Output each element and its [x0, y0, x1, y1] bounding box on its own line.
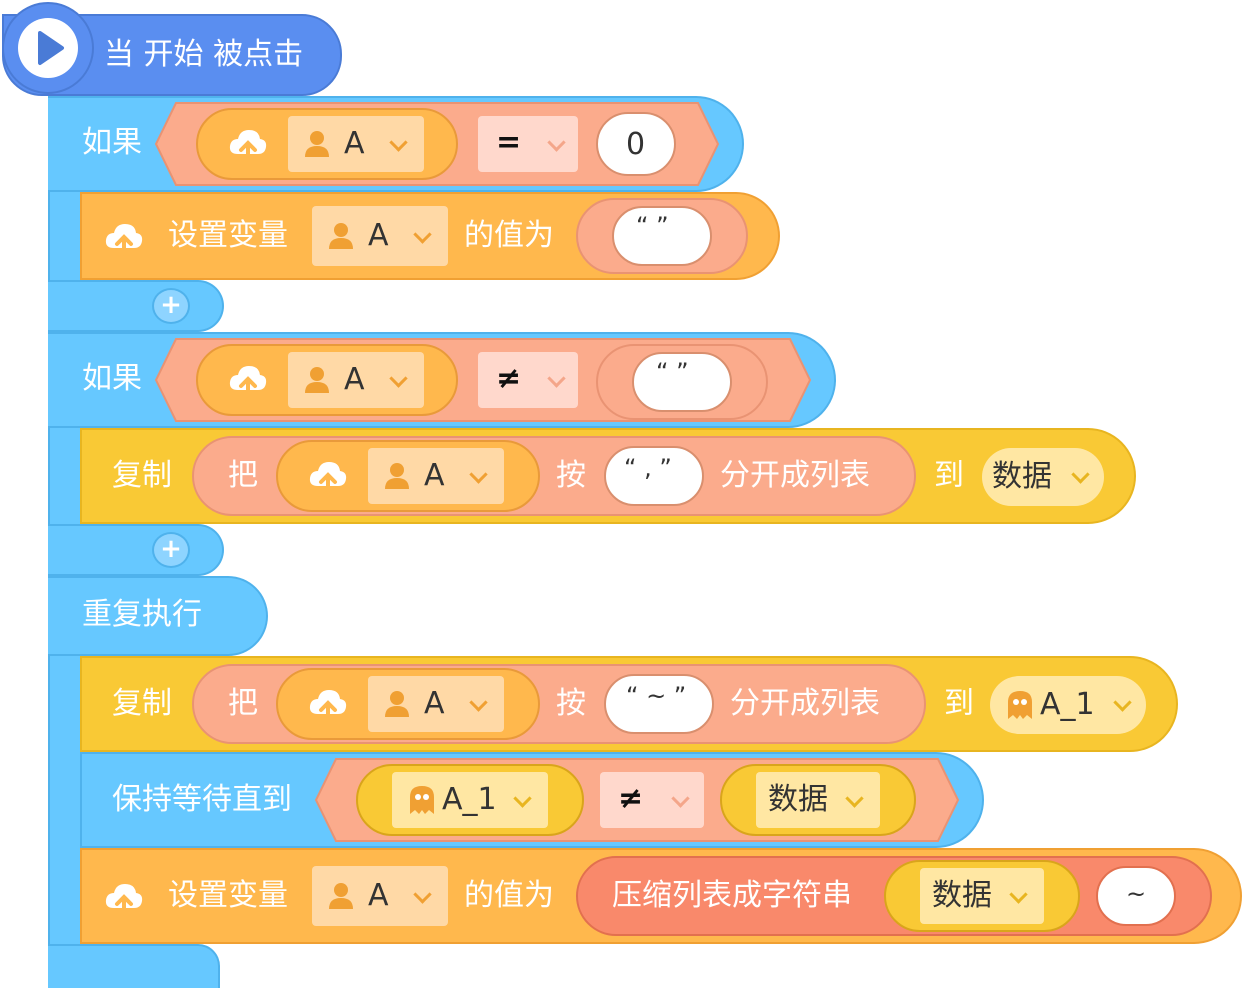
- split2-split-label: 分开成列表: [730, 686, 880, 721]
- loop-label: 重复执行: [82, 597, 202, 632]
- split1-target: 数据: [992, 459, 1052, 494]
- cloud-upload-icon: [309, 690, 347, 722]
- chevron-down-icon: [469, 465, 488, 484]
- set1-value-input[interactable]: “ ”: [612, 206, 712, 266]
- chevron-down-icon: [389, 369, 408, 388]
- start-label: 当 开始 被点击: [104, 37, 304, 72]
- ghost-icon: [410, 786, 434, 814]
- user-icon: [385, 463, 409, 489]
- ghost-icon: [1008, 691, 1032, 719]
- user-icon: [329, 223, 353, 249]
- if2-foot: [48, 524, 224, 576]
- if2-var-dropdown[interactable]: A: [288, 352, 424, 408]
- if1-label: 如果: [82, 125, 142, 160]
- if1-operator-dropdown[interactable]: =: [478, 116, 578, 172]
- split1-copy-label: 复制: [112, 458, 172, 493]
- if2-value: “ ”: [656, 358, 689, 386]
- if1-var-dropdown[interactable]: A: [288, 116, 424, 172]
- set2-var-name: A: [368, 878, 389, 913]
- wait-left-dropdown[interactable]: A_1: [392, 772, 548, 828]
- user-icon: [305, 131, 329, 157]
- wait-label: 保持等待直到: [112, 782, 292, 817]
- if2-operator: ≠: [496, 361, 522, 396]
- if1-value: 0: [626, 127, 646, 162]
- split1-dao-label: 到: [934, 458, 964, 493]
- if2-value-input[interactable]: “ ”: [632, 352, 732, 412]
- if2-var-name: A: [344, 362, 365, 397]
- chevron-down-icon: [845, 789, 864, 808]
- plus-icon[interactable]: +: [152, 288, 190, 324]
- chevron-down-icon: [1071, 465, 1090, 484]
- wait-operator: ≠: [618, 781, 644, 816]
- split1-separator: “ , ”: [624, 454, 672, 482]
- set1-var-dropdown[interactable]: A: [312, 206, 448, 266]
- user-icon: [305, 367, 329, 393]
- if1-operator: =: [496, 125, 522, 160]
- if1-var-name: A: [344, 126, 365, 161]
- wait-left-name: A_1: [442, 782, 497, 817]
- set2-label: 设置变量: [168, 878, 288, 913]
- chevron-down-icon: [513, 789, 532, 808]
- if2-label: 如果: [82, 361, 142, 396]
- user-icon: [385, 691, 409, 717]
- split1-ba-label: 把: [228, 458, 258, 493]
- cloud-upload-icon: [309, 462, 347, 494]
- join-separator-input[interactable]: ~: [1096, 866, 1176, 926]
- cloud-upload-icon: [229, 366, 267, 398]
- split2-ba-label: 把: [228, 686, 258, 721]
- split2-target: A_1: [1040, 687, 1095, 722]
- split2-target-dropdown[interactable]: A_1: [990, 676, 1146, 734]
- split2-separator-input[interactable]: “ ~ ”: [604, 674, 714, 734]
- wait-right-name: 数据: [768, 782, 828, 817]
- wait-operator-dropdown[interactable]: ≠: [600, 772, 704, 828]
- chevron-down-icon: [547, 133, 566, 152]
- set1-value: “ ”: [636, 212, 669, 240]
- split2-var-name: A: [424, 686, 445, 721]
- set2-to-label: 的值为: [464, 878, 554, 913]
- join-label: 压缩列表成字符串: [612, 878, 852, 913]
- chevron-down-icon: [1113, 693, 1132, 712]
- set1-var-name: A: [368, 218, 389, 253]
- play-button[interactable]: [2, 2, 94, 94]
- split2-separator: “ ~ ”: [626, 682, 687, 710]
- set2-var-dropdown[interactable]: A: [312, 866, 448, 926]
- split2-copy-label: 复制: [112, 686, 172, 721]
- chevron-down-icon: [469, 693, 488, 712]
- plus-icon[interactable]: +: [152, 532, 190, 568]
- join-list-name: 数据: [932, 878, 992, 913]
- repeat-forever-block[interactable]: [48, 576, 268, 656]
- cloud-upload-icon: [105, 884, 143, 916]
- cloud-upload-icon: [105, 224, 143, 256]
- chevron-down-icon: [671, 789, 690, 808]
- cloud-upload-icon: [229, 130, 267, 162]
- split2-var-dropdown[interactable]: A: [368, 676, 504, 732]
- join-separator: ~: [1126, 880, 1147, 908]
- if2-operator-dropdown[interactable]: ≠: [478, 352, 578, 408]
- set1-to-label: 的值为: [464, 218, 554, 253]
- loop-foot: [48, 944, 220, 988]
- chevron-down-icon: [413, 885, 432, 904]
- chevron-down-icon: [413, 225, 432, 244]
- chevron-down-icon: [547, 369, 566, 388]
- if1-foot: [48, 280, 224, 332]
- split1-var-name: A: [424, 458, 445, 493]
- set1-label: 设置变量: [168, 218, 288, 253]
- split1-split-label: 分开成列表: [720, 458, 870, 493]
- split2-dao-label: 到: [944, 686, 974, 721]
- wait-right-dropdown[interactable]: 数据: [756, 772, 880, 828]
- play-icon: [18, 18, 78, 78]
- if1-value-input[interactable]: 0: [596, 112, 676, 176]
- split1-target-dropdown[interactable]: 数据: [982, 448, 1104, 506]
- split2-an-label: 按: [556, 686, 586, 721]
- split1-separator-input[interactable]: “ , ”: [604, 446, 704, 506]
- split1-an-label: 按: [556, 458, 586, 493]
- chevron-down-icon: [389, 133, 408, 152]
- chevron-down-icon: [1009, 885, 1028, 904]
- join-list-dropdown[interactable]: 数据: [920, 868, 1044, 924]
- user-icon: [329, 883, 353, 909]
- split1-var-dropdown[interactable]: A: [368, 448, 504, 504]
